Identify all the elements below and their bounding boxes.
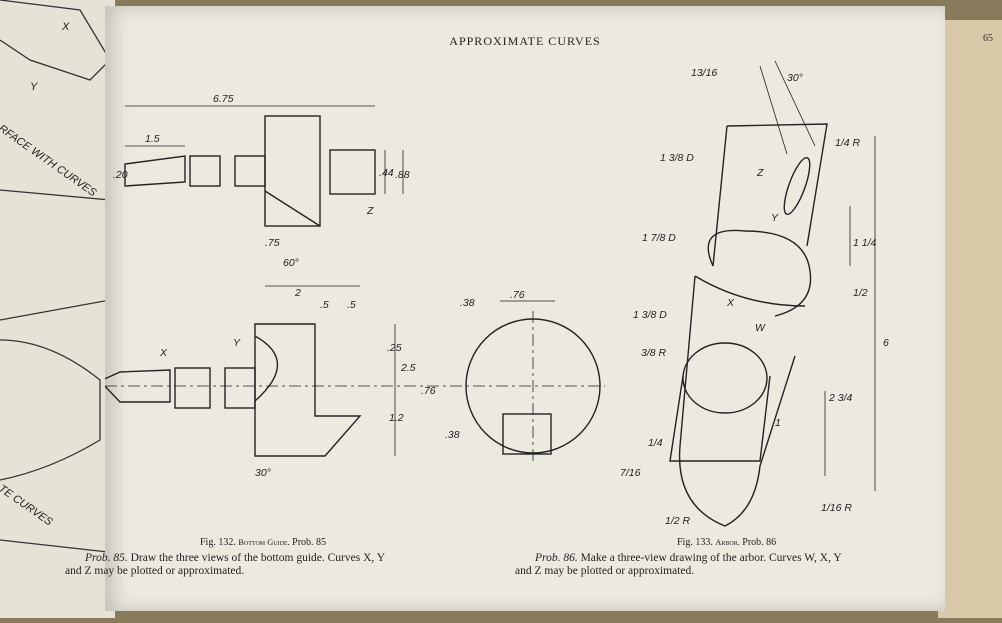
label-z: Z (366, 205, 374, 217)
fig132-caption: Fig. 132. Bottom Guide. Prob. 85 (200, 537, 326, 548)
left-fragment-2: TE CURVES (0, 483, 55, 529)
dim-76a: .76 (421, 385, 436, 397)
fig132-caption-title: Bottom Guide. (238, 538, 290, 547)
problem-85-line2: and Z may be plotted or approximated. (65, 565, 245, 577)
dim-2: 2 (294, 287, 301, 299)
dim-5b: .5 (347, 299, 356, 311)
fig132-caption-prob: Prob. 85 (292, 537, 327, 548)
dim-20: .20 (113, 169, 128, 181)
dim-60: 60° (283, 257, 299, 269)
dim-1: 1 (775, 417, 781, 429)
fig133-caption: Fig. 133. Arbor. Prob. 86 (677, 537, 776, 548)
label-w-arbor: W (755, 322, 766, 334)
left-fragment-1: RFACE WITH CURVES (0, 123, 99, 200)
dim-30-deg: 30° (787, 72, 803, 84)
dim-38a: .38 (460, 297, 475, 309)
fig132-drawing: 6.75 1.5 .20 .44 .88 Z .75 60° 2 .5 .5 .… (105, 93, 605, 479)
left-page: RFACE WITH CURVES TE CURVES Y X (0, 0, 115, 618)
dim-1-2: 1/2 (853, 287, 868, 299)
dim-88: .88 (395, 169, 410, 181)
fig132-caption-num: Fig. 132. (200, 537, 236, 548)
dim-75: .75 (265, 237, 280, 249)
problem-85-label: Prob. 85. (85, 552, 128, 564)
left-label-x: X (61, 21, 70, 33)
dim-1-2-r: 1/2 R (665, 515, 691, 527)
page-header: APPROXIMATE CURVES (449, 34, 601, 48)
page-number: 65 (983, 33, 993, 44)
dim-6-75: 6.75 (213, 93, 234, 105)
dim-2-3-4: 2 3/4 (828, 392, 853, 404)
book-cover-edge (938, 20, 1002, 618)
dim-30: 30° (255, 467, 271, 479)
problem-85-line1: Draw the three views of the bottom guide… (130, 552, 386, 564)
textbook-page: APPROXIMATE CURVES 65 (65, 6, 993, 611)
label-y: Y (233, 337, 241, 349)
problem-86: Prob. 86. Make a three-view drawing of t… (515, 552, 945, 578)
dim-3-8-r: 3/8 R (641, 347, 667, 359)
fig133-drawing: 13/16 30° 1 3/8 D 1 7/8 D 1 3/8 D 3/8 R … (620, 60, 889, 527)
dim-1-1-4: 1 1/4 (853, 237, 877, 249)
dim-1-2: 1.2 (389, 412, 404, 424)
dim-44: .44 (379, 167, 394, 179)
dim-1-3-8-a: 1 3/8 D (660, 152, 694, 164)
fig133-caption-prob: Prob. 86 (742, 537, 777, 548)
left-page-drawing: RFACE WITH CURVES TE CURVES Y X (0, 0, 111, 553)
dim-6: 6 (883, 337, 889, 349)
dim-2-5: 2.5 (400, 362, 416, 374)
dim-1-4: 1/4 (648, 437, 663, 449)
label-x: X (159, 347, 168, 359)
dim-13-16: 13/16 (691, 67, 717, 79)
label-x-arbor: X (726, 297, 735, 309)
dim-1-4-r: 1/4 R (835, 137, 861, 149)
dim-76b: .76 (510, 289, 525, 301)
fig133-caption-title: Arbor. (715, 538, 740, 547)
problem-85: Prob. 85. Draw the three views of the bo… (65, 552, 505, 578)
dim-38b: .38 (445, 429, 460, 441)
label-z-arbor: Z (756, 167, 764, 179)
fig133-caption-num: Fig. 133. (677, 537, 713, 548)
label-y-arbor: Y (771, 212, 779, 224)
problem-86-line1: Make a three-view drawing of the arbor. … (580, 552, 842, 564)
dim-1-3-8-b: 1 3/8 D (633, 309, 667, 321)
problem-86-label: Prob. 86. (535, 552, 578, 564)
dim-1-7-8: 1 7/8 D (642, 232, 676, 244)
problem-86-line2: and Z may be plotted or approximated. (515, 565, 695, 577)
left-label-y: Y (30, 81, 38, 93)
dim-5a: .5 (320, 299, 329, 311)
dim-7-16: 7/16 (620, 467, 641, 479)
dim-25: .25 (387, 342, 402, 354)
dim-1-5: 1.5 (145, 133, 160, 145)
dim-1-16-r: 1/16 R (821, 502, 852, 514)
